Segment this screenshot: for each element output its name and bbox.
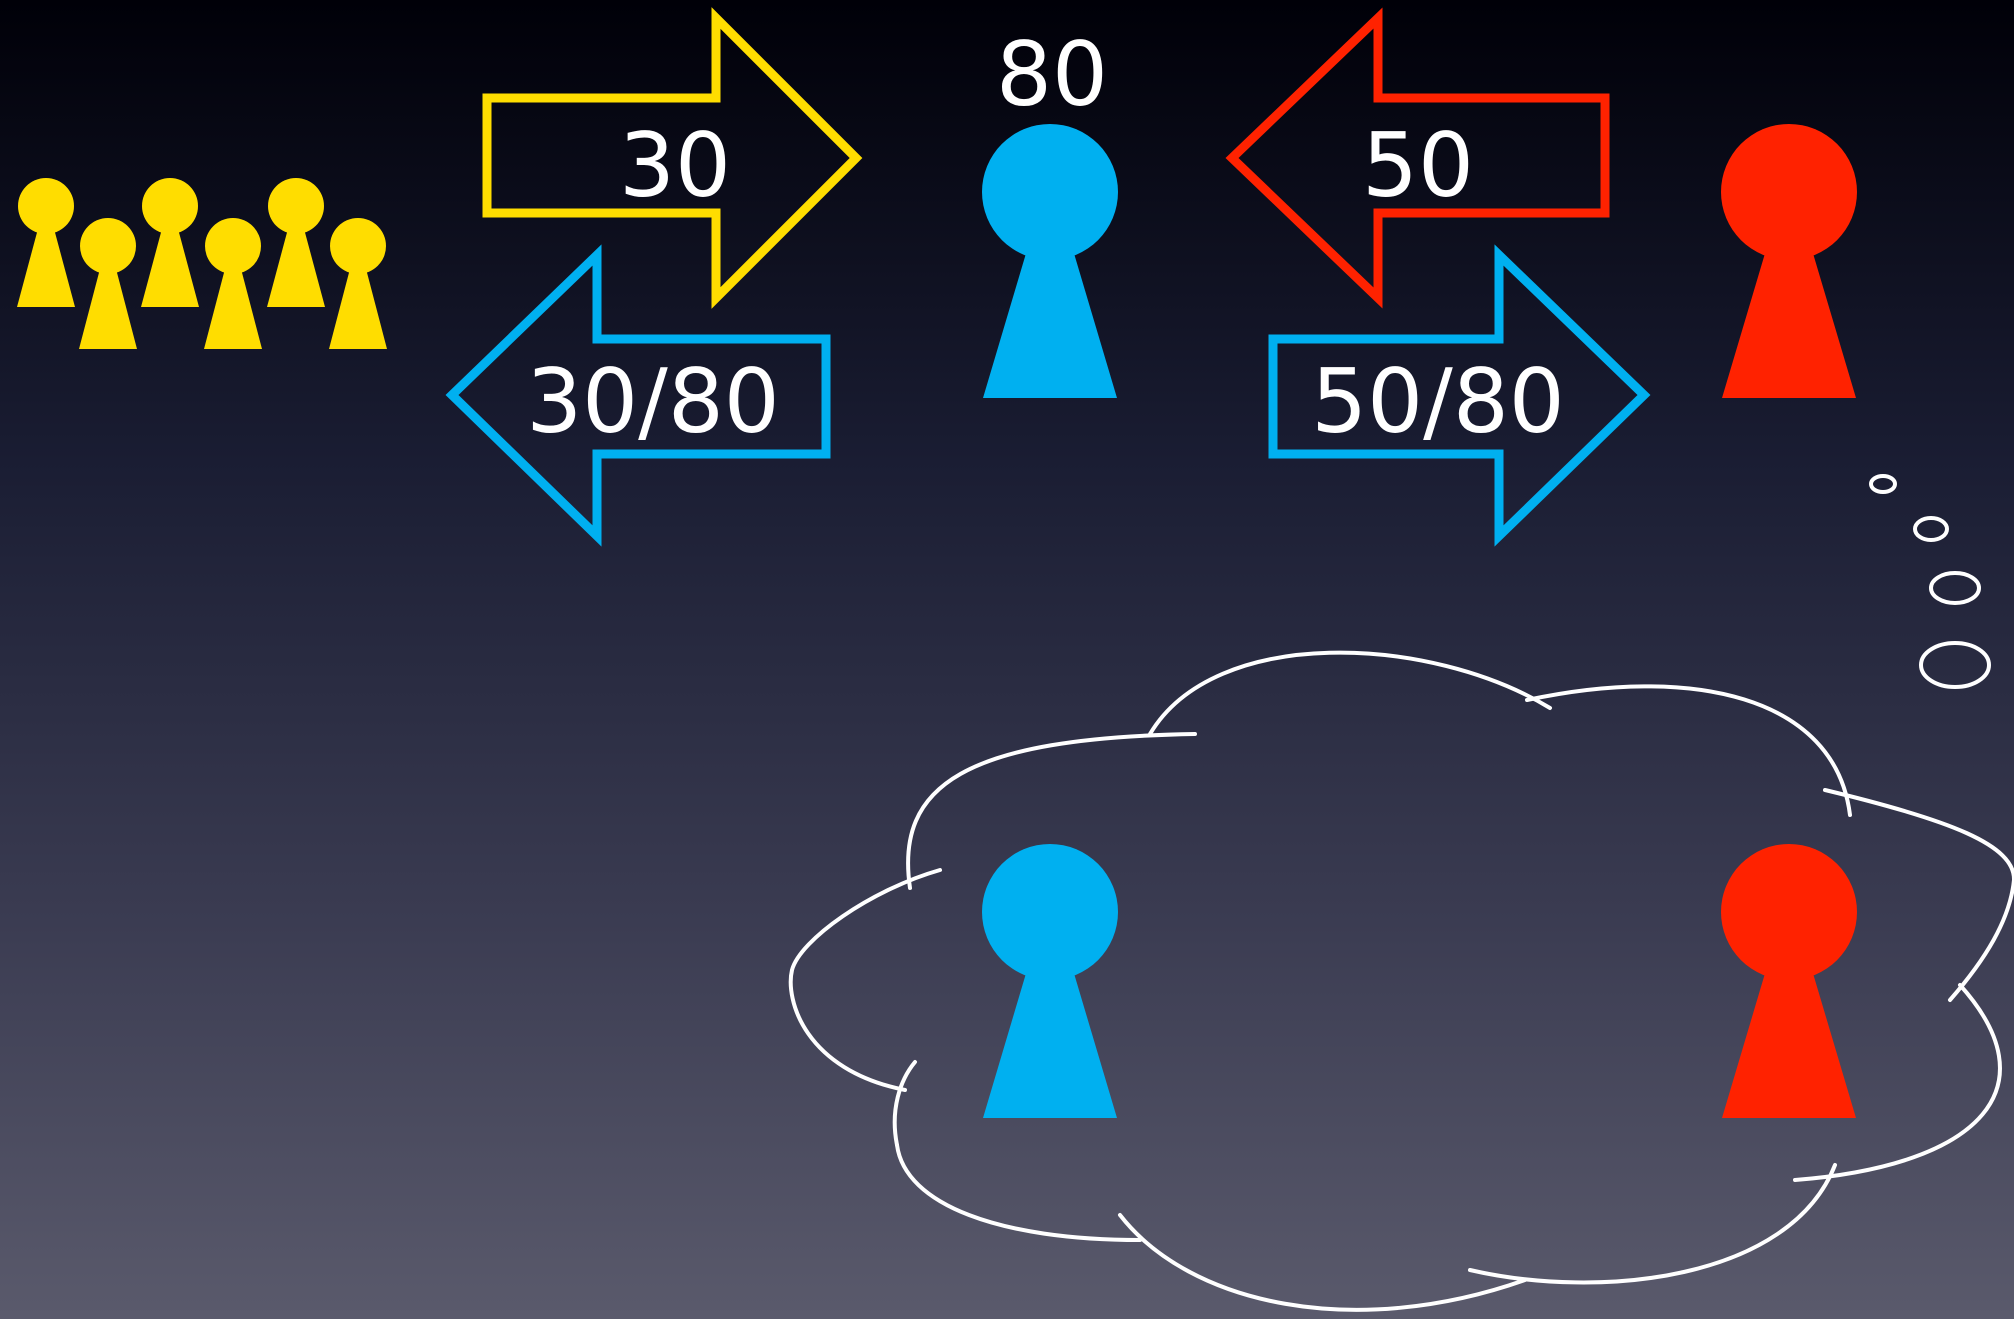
yellow-person-icon (267, 178, 325, 307)
yellow-person-icon (17, 178, 75, 307)
thought-bubble-xlarge (1919, 641, 1991, 689)
label-to-group: 30/80 (526, 350, 780, 453)
label-from-group: 30 (619, 114, 731, 217)
arrow-group-to-blue: 30 (482, 7, 863, 309)
red-person-icon (1721, 124, 1857, 398)
yellow-person-icon (329, 218, 387, 349)
blue-person-in-cloud-icon (982, 844, 1118, 1118)
label-total: 80 (996, 23, 1108, 126)
label-from-red: 50 (1362, 114, 1474, 217)
thought-bubble-medium (1913, 516, 1949, 542)
red-person-in-cloud-icon (1721, 844, 1857, 1118)
blue-person-icon (982, 124, 1118, 398)
yellow-group (17, 178, 387, 349)
thought-bubble-large (1929, 571, 1981, 605)
thought-cloud (788, 650, 2014, 1312)
yellow-person-icon (204, 218, 262, 349)
thought-bubbles (1869, 474, 1991, 689)
label-to-red: 50/80 (1311, 350, 1565, 453)
thought-bubble-small (1869, 474, 1897, 494)
yellow-person-icon (141, 178, 199, 307)
arrow-blue-to-group: 30/80 (445, 244, 831, 547)
arrow-blue-to-red: 50/80 (1268, 244, 1651, 547)
arrow-red-to-blue: 50 (1225, 7, 1610, 309)
yellow-person-icon (79, 218, 137, 349)
